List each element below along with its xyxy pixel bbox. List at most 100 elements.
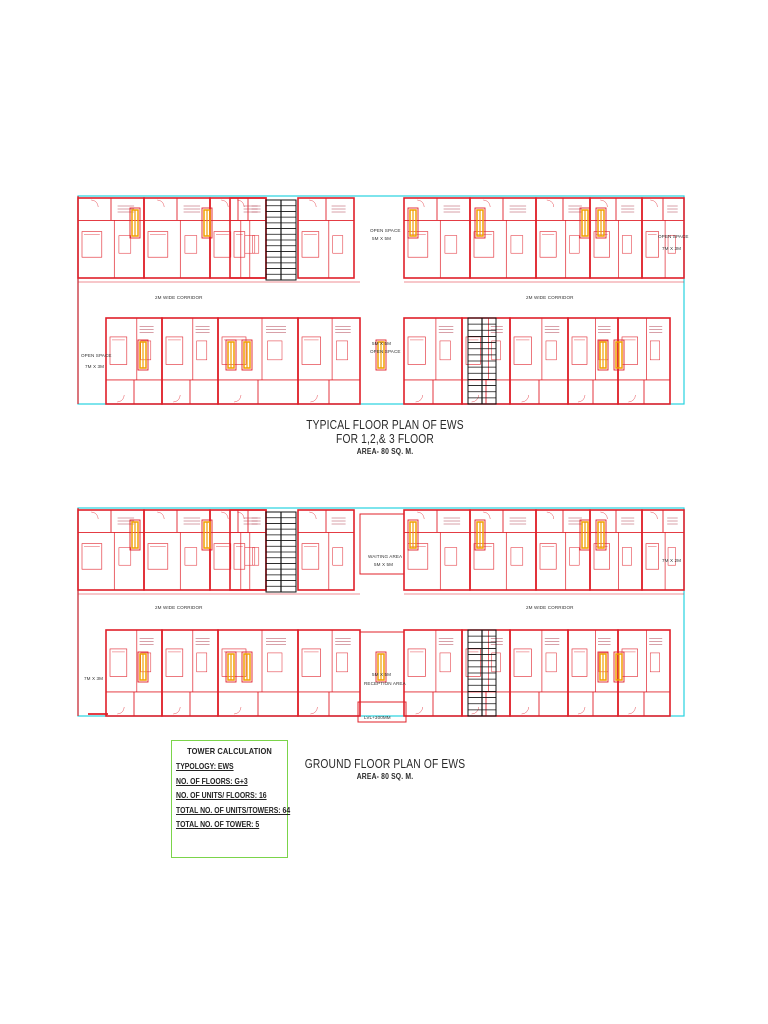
waiting-area-label: WAITING AREA (368, 554, 403, 559)
bed-icon (165, 648, 184, 677)
table-icon (569, 547, 580, 566)
door-swing-icon (233, 706, 242, 715)
open-space-left-dim: 7M X 3M (85, 364, 104, 369)
bed-icon (571, 648, 588, 677)
table-icon (336, 652, 348, 673)
open-space-right-dim: 7M X 3M (662, 246, 681, 251)
bed-icon (593, 231, 610, 258)
bed-icon (147, 231, 169, 258)
ground-corridor-right-label: 2M WIDE CORRIDOR (526, 605, 574, 610)
typical-plan-title: TYPICAL FLOOR PLAN OF EWS FOR 1,2,& 3 FL… (240, 418, 530, 456)
corridor-right-label: 2M WIDE CORRIDOR (526, 295, 574, 300)
reception-dim: 5M X 5M (372, 672, 391, 677)
tower-calculation-box: TOWER CALCULATION TYPOLOGY: EWS NO. OF F… (171, 740, 290, 858)
bed-icon (407, 336, 426, 365)
toilet-wall (241, 339, 253, 371)
table-icon (332, 547, 344, 566)
table-icon (196, 340, 208, 361)
door-swing-icon (415, 706, 423, 715)
toilet-wall (595, 207, 607, 239)
table-icon (444, 547, 458, 566)
door-swing-icon (117, 706, 125, 715)
door-swing-icon (628, 706, 636, 715)
open-space-right-label: OPEN SPACE (658, 234, 689, 239)
door-swing-icon (157, 199, 165, 208)
toilet-wall (241, 651, 253, 683)
table-icon (444, 235, 458, 254)
toilet-wall (407, 519, 419, 551)
entry-landing (357, 701, 407, 723)
bed-icon (213, 231, 232, 258)
waiting-area-dim: 5M X 5M (374, 562, 393, 567)
door-swing-icon (483, 199, 491, 208)
table-icon (267, 652, 283, 673)
toilet-wall (474, 519, 486, 551)
door-swing-icon (415, 394, 423, 403)
units-per-floor-row: NO. OF UNITS/ FLOORS: 16 (176, 791, 267, 800)
typical-floor-plan-drawing: OPEN SPACE 5M X 5M OPEN SPACE 7M X 3M 2M… (77, 195, 689, 405)
toilet-wall (579, 207, 591, 239)
reception-area-outline (359, 631, 405, 703)
door-swing-icon (117, 394, 125, 403)
toilet-wall (613, 339, 625, 371)
toilet-wall (201, 207, 213, 239)
toilet-wall (597, 651, 609, 683)
bed-icon (301, 648, 321, 677)
ground-plan-title-text: GROUND FLOOR PLAN OF EWS (304, 757, 466, 771)
toilet-wall (129, 519, 141, 551)
bed-icon (109, 336, 128, 365)
door-swing-icon (157, 511, 165, 520)
bed-icon (233, 231, 246, 258)
table-icon (252, 235, 260, 254)
toilet-wall (375, 651, 387, 683)
door-swing-icon (309, 511, 317, 520)
ground-floor-plan-drawing: WAITING AREA 5M X 5M 7M X 2M 2M WIDE COR… (77, 507, 685, 723)
open-space-left-label: OPEN SPACE (81, 353, 112, 358)
total-towers-row: TOTAL NO. OF TOWER: 5 (176, 820, 260, 829)
bed-icon (213, 543, 232, 570)
door-swing-icon (577, 394, 586, 403)
door-swing-icon (309, 199, 317, 208)
bed-icon (301, 231, 320, 258)
door-swing-icon (471, 706, 479, 715)
typical-plan-title-line2: FOR 1,2,& 3 FLOOR (336, 432, 434, 446)
door-swing-icon (221, 199, 229, 208)
door-swing-icon (221, 511, 229, 520)
toilet-wall (595, 519, 607, 551)
table-icon (621, 235, 632, 254)
bed-icon (109, 648, 128, 677)
toilet-wall (407, 207, 419, 239)
bed-icon (473, 231, 495, 258)
ground-plan-title: GROUND FLOOR PLAN OF EWS AREA- 80 SQ. M. (240, 757, 530, 781)
open-space-mid-dim: 5M X 5M (372, 341, 391, 346)
table-icon (667, 547, 676, 566)
bed-icon (539, 231, 557, 258)
table-icon (439, 340, 451, 361)
toilet-wall (579, 519, 591, 551)
open-space-top-dim: 5M X 5M (372, 236, 391, 241)
door-swing-icon (577, 706, 586, 715)
bed-icon (513, 648, 532, 677)
table-icon (252, 547, 260, 566)
door-swing-icon (600, 511, 608, 520)
door-swing-icon (310, 394, 318, 403)
door-swing-icon (628, 394, 636, 403)
open-space-mid-label: OPEN SPACE (370, 349, 401, 354)
door-swing-icon (546, 511, 554, 520)
door-swing-icon (91, 199, 99, 208)
typical-plan-area: AREA- 80 SQ. M. (356, 447, 414, 456)
door-swing-icon (237, 511, 245, 520)
bed-icon (465, 336, 481, 365)
toilet-wall (225, 651, 237, 683)
door-swing-icon (310, 706, 318, 715)
table-icon (545, 652, 557, 673)
bed-icon (165, 336, 184, 365)
typical-floor-plan: OPEN SPACE 5M X 5M OPEN SPACE 7M X 3M 2M… (70, 190, 690, 410)
bed-icon (465, 648, 481, 677)
door-swing-icon (483, 511, 491, 520)
bed-icon (301, 543, 320, 570)
table-icon (510, 235, 524, 254)
lift-label: LVL+300MM (364, 715, 391, 720)
toilet-wall (137, 651, 149, 683)
typology-row: TYPOLOGY: EWS (176, 762, 234, 771)
